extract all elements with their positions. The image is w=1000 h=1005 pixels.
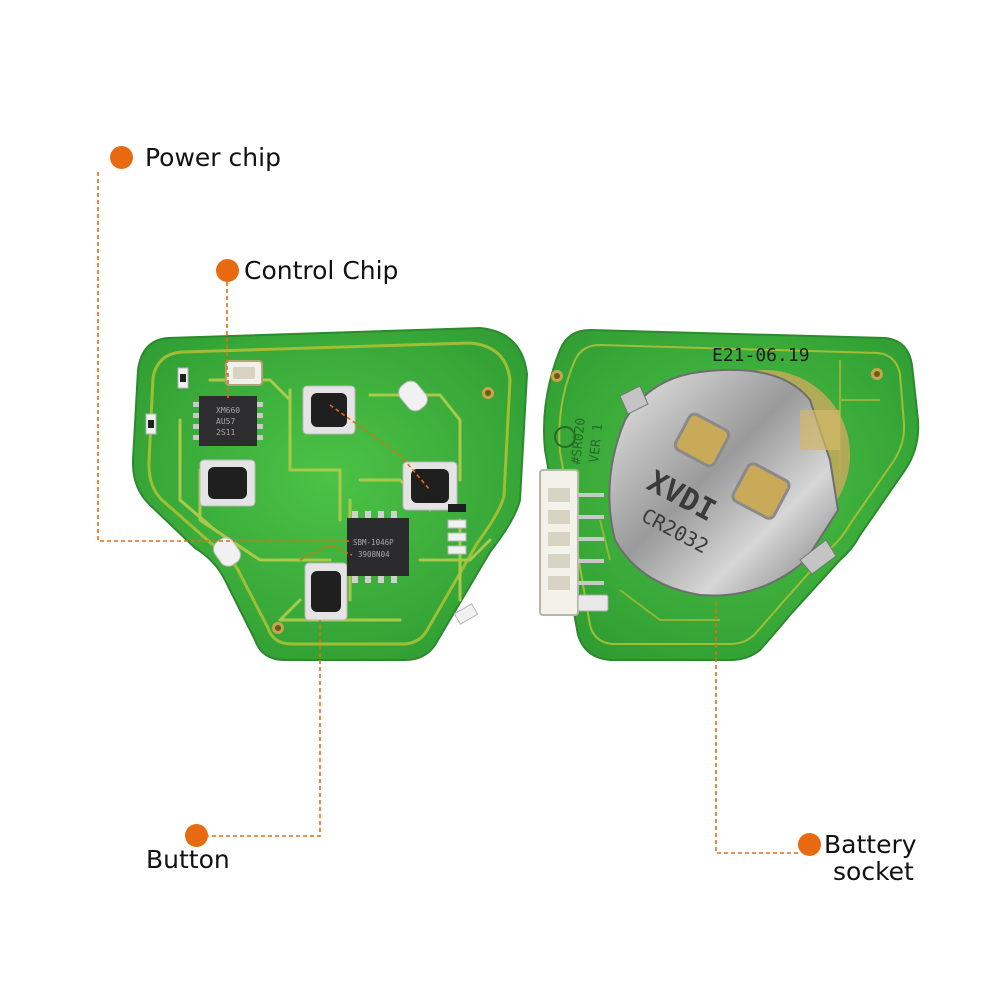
button-label: Button bbox=[146, 845, 230, 874]
chip1-line-1: XM660 bbox=[216, 406, 240, 415]
power-chip-label: Power chip bbox=[145, 143, 281, 172]
power-chip-leader bbox=[97, 172, 349, 542]
power-chip-dot bbox=[110, 146, 133, 169]
model-code: #SR020 bbox=[569, 417, 589, 465]
chip2-line-1: SBM-1046P bbox=[353, 538, 394, 547]
callout-leader-lines bbox=[97, 172, 800, 854]
left-pcb-board: XM660 AU57 2S11 SBM-1046P bbox=[131, 326, 529, 661]
button-dot bbox=[185, 824, 208, 847]
control-chip-dot bbox=[216, 259, 239, 282]
battery-socket-label-line2: socket bbox=[833, 857, 914, 886]
tactile-button-left bbox=[199, 459, 256, 507]
chip1-line-3: 2S11 bbox=[216, 428, 235, 437]
tactile-button-bottom bbox=[304, 562, 348, 621]
date-code: E21-06.19 bbox=[712, 345, 810, 366]
battery-holder bbox=[608, 369, 840, 597]
chip1-line-2: AU57 bbox=[216, 417, 235, 426]
battery-socket-label-line1: Battery bbox=[824, 830, 917, 859]
control-chip-label: Control Chip bbox=[244, 256, 399, 285]
tactile-button-top bbox=[302, 385, 356, 435]
chip2-line-2: 3908N04 bbox=[358, 550, 390, 559]
tactile-button-right bbox=[402, 461, 458, 511]
version-code: VER 1 bbox=[587, 423, 606, 463]
battery-socket-dot bbox=[798, 833, 821, 856]
right-pcb-board: E21-06.19 #SR020 VER 1 XVDI CR2032 bbox=[539, 328, 920, 661]
button-leader bbox=[205, 620, 321, 837]
